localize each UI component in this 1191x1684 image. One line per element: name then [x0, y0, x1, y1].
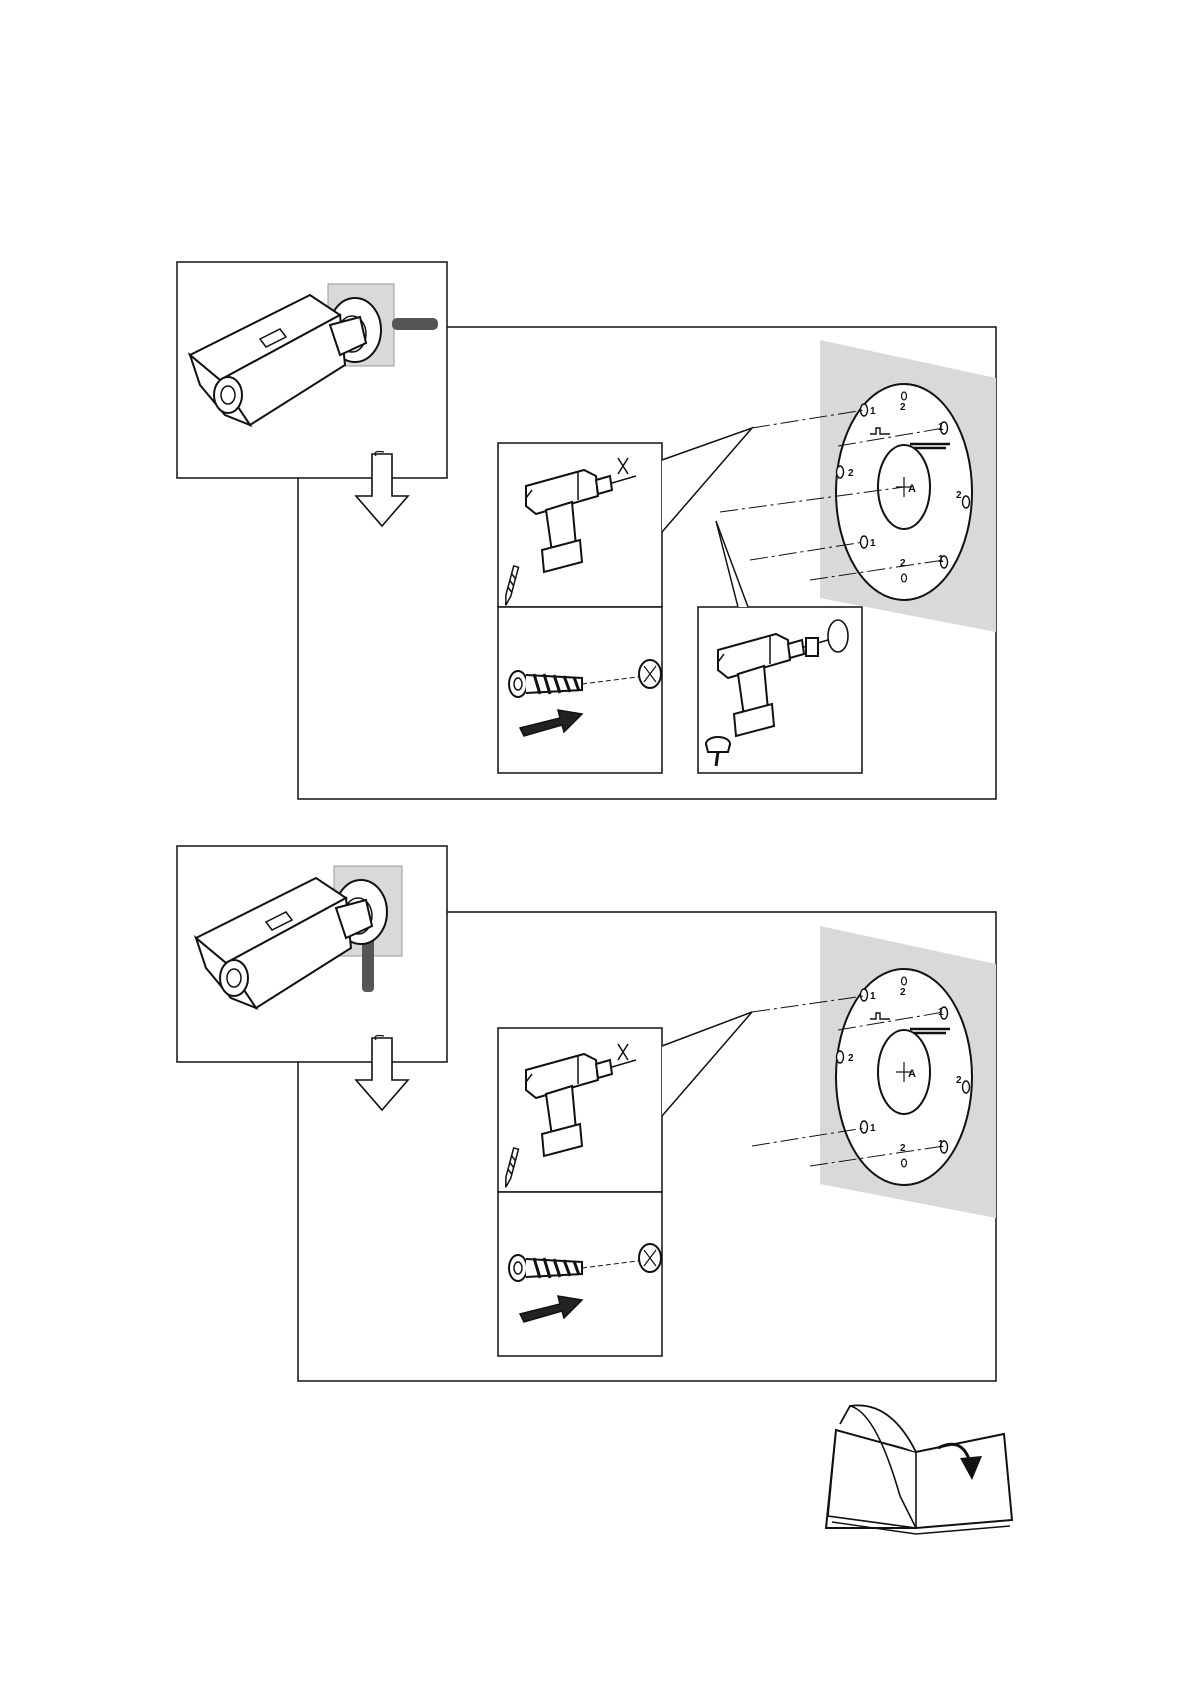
- drill-step-panel: [498, 443, 662, 607]
- template-hole-label: 1: [870, 1123, 876, 1134]
- drilling-template-icon: 1 2 2 2 1 2 1 1 A: [720, 340, 996, 632]
- template-hole-label: 1: [870, 406, 876, 417]
- template-hole-label: 2: [848, 468, 854, 479]
- template-hole-label: 1: [870, 538, 876, 549]
- template-hole-label: 1: [938, 1139, 944, 1150]
- template-hole-label: 2: [900, 987, 906, 998]
- figure-2: 1 2 2 2 1 2 1 1 A: [177, 846, 996, 1381]
- template-hole-label: 2: [848, 1053, 854, 1064]
- template-hole-label: 2: [900, 402, 906, 413]
- template-hole-label: 1: [938, 1007, 944, 1018]
- template-hole-label: 2: [956, 490, 962, 501]
- template-hole-label: 2: [900, 558, 906, 569]
- template-hole-label: 1: [870, 991, 876, 1002]
- turn-page-book-icon: [826, 1405, 1012, 1534]
- template-hole-label: 2: [956, 1075, 962, 1086]
- template-center-label: A: [908, 483, 916, 495]
- template-hole-label: 1: [938, 422, 944, 433]
- figure-1: 1 2 2 2 1 2 1 1 A: [177, 262, 996, 799]
- template-hole-label: 1: [938, 554, 944, 565]
- drilling-template-icon: 1 2 2 2 1 2 1 1 A: [752, 926, 996, 1218]
- template-hole-label: 2: [900, 1143, 906, 1154]
- template-center-label: A: [908, 1068, 916, 1080]
- drill-step-panel: [498, 1028, 662, 1192]
